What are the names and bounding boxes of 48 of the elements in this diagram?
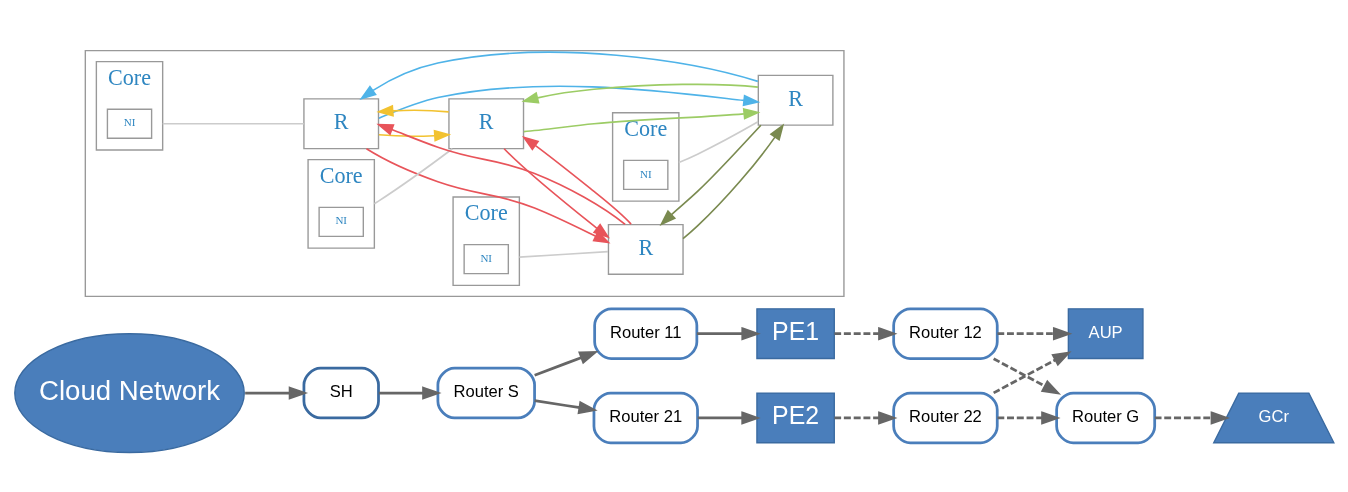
node-box: Router 11: [593, 307, 699, 360]
node-box: AUP: [1067, 308, 1144, 360]
arrow: [682, 123, 785, 240]
arrow: [1154, 411, 1230, 425]
arrow: [503, 147, 610, 239]
arrow: [997, 326, 1073, 341]
node-ellipse: Cloud Network: [14, 333, 245, 454]
arrow: [534, 351, 599, 377]
arrow: [365, 148, 611, 244]
node-box: Router S: [436, 366, 536, 420]
arrow: [378, 85, 761, 119]
node-box: NI: [106, 108, 153, 139]
node-box: SH: [302, 366, 380, 420]
arrow: [378, 386, 442, 400]
node-box: R: [607, 223, 684, 275]
node-box: R: [757, 74, 834, 126]
connector: [678, 120, 759, 164]
node-box: Router G: [1055, 391, 1157, 445]
node-box: PE1: [756, 308, 835, 360]
arrow: [523, 107, 761, 133]
connector: [373, 147, 454, 205]
arrow: [245, 386, 309, 400]
arrow: [534, 399, 598, 415]
node-box: Router 12: [892, 307, 999, 360]
node-box: R: [448, 98, 525, 150]
arrow: [521, 135, 632, 225]
arrow: [521, 83, 759, 104]
arrow: [997, 411, 1061, 425]
node-box: NI: [318, 206, 364, 237]
arrow: [376, 123, 626, 226]
node-box: Router 22: [892, 391, 999, 445]
node-box: R: [303, 98, 380, 150]
node-box: PE2: [756, 392, 835, 444]
arrow: [696, 326, 761, 341]
arrow: [834, 411, 898, 425]
arrow: [659, 124, 762, 227]
arrow: [993, 351, 1072, 395]
arrow: [376, 104, 450, 117]
connector: [161, 122, 305, 125]
arrow: [697, 411, 761, 425]
node-box: NI: [463, 243, 509, 275]
arrow: [993, 357, 1062, 395]
arrow: [378, 129, 452, 142]
connector: [518, 250, 609, 258]
node-box: NI: [622, 159, 669, 191]
arrow: [834, 326, 898, 341]
arrow: [359, 51, 759, 101]
node-box: Router 21: [592, 391, 699, 445]
